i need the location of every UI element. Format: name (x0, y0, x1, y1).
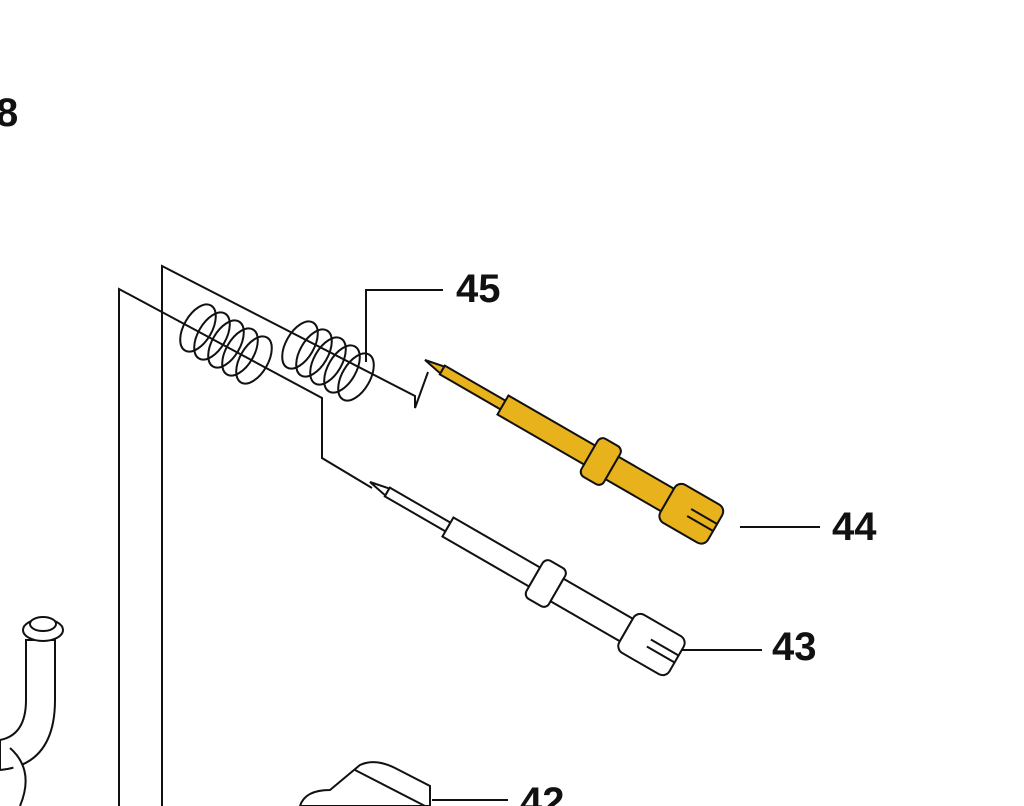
pipe-fitting (0, 616, 64, 806)
mixture-screw-44 (424, 359, 725, 545)
figure-number: 8 (0, 91, 18, 135)
callout-45: 45 (456, 267, 501, 311)
mixture-screw-43 (369, 481, 686, 677)
spring-left (179, 303, 273, 385)
callout-42: 42 (520, 780, 565, 806)
callout-43: 43 (772, 625, 817, 669)
leader-45 (365, 289, 443, 362)
bracket-line-inner (118, 287, 373, 806)
bracket-line-outer (161, 264, 429, 806)
part-42 (298, 761, 431, 806)
callout-44: 44 (832, 505, 877, 549)
spring-right (281, 320, 375, 402)
